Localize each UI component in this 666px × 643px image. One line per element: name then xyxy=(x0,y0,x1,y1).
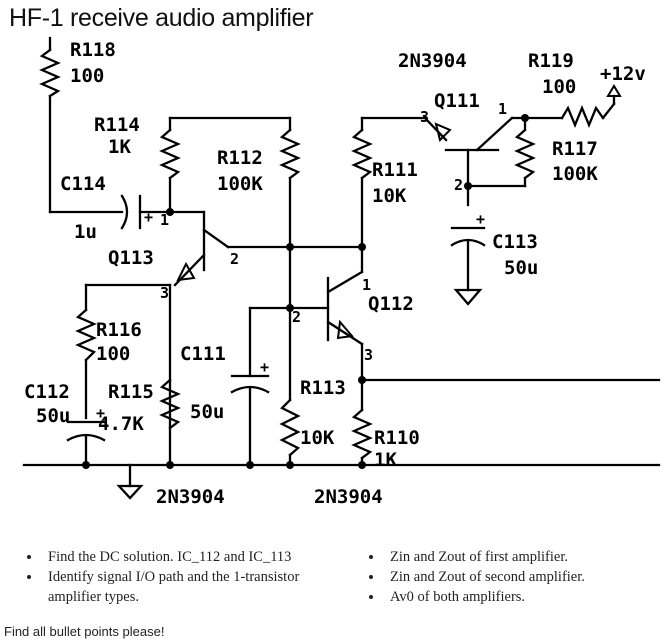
r116-resistor xyxy=(75,283,97,420)
amplifier-schematic: R118 100 C114 1u + 1 R114 1K Q113 2 3 R1… xyxy=(22,36,661,508)
q112-part: 2N3904 xyxy=(314,486,383,508)
c113-capacitor xyxy=(450,226,486,306)
r111-value: 10K xyxy=(372,185,407,207)
c114-ref: C114 xyxy=(60,173,106,195)
q111-pin3: 3 xyxy=(420,108,429,126)
r112-resistor xyxy=(279,116,301,402)
r111-resistor xyxy=(351,116,427,274)
q111-ref: Q111 xyxy=(434,90,480,112)
q113-transistor xyxy=(168,210,364,287)
r117-value: 100K xyxy=(552,163,598,185)
task-item: Identify signal I/O path and the 1-trans… xyxy=(42,567,352,607)
r119-ref: R119 xyxy=(528,50,574,72)
c113-value: 50u xyxy=(504,257,538,279)
r113-value: 10K xyxy=(300,427,335,449)
c112-plus: + xyxy=(96,404,105,422)
q111-part: 2N3904 xyxy=(398,50,467,72)
c111-plus: + xyxy=(260,358,269,376)
q112-pin3: 3 xyxy=(364,346,373,364)
q111-pin2: 2 xyxy=(454,176,463,194)
q113-part: 2N3904 xyxy=(156,486,225,508)
q113-pin1: 1 xyxy=(160,211,169,229)
r110-value: 1K xyxy=(374,449,397,471)
r111-ref: R111 xyxy=(372,159,418,181)
c113-plus: + xyxy=(476,210,485,228)
r113-ref: R113 xyxy=(300,377,346,399)
q112-pin2: 2 xyxy=(292,308,301,326)
q111-pin1: 1 xyxy=(498,100,507,118)
task-item: Find the DC solution. IC_112 and IC_113 xyxy=(42,547,352,567)
footer-note: Find all bullet points please! xyxy=(4,624,165,639)
q113-pin2: 2 xyxy=(230,250,239,268)
r113-resistor xyxy=(279,398,301,467)
task-list-left: Find the DC solution. IC_112 and IC_113 … xyxy=(24,547,352,607)
r115-ref: R115 xyxy=(108,381,154,403)
supply-label: +12v xyxy=(600,63,646,85)
c114-value: 1u xyxy=(74,221,97,243)
r117-ref: R117 xyxy=(552,138,598,160)
q113-pin3: 3 xyxy=(160,284,169,302)
r115-resistor xyxy=(159,378,181,430)
r118-value: 100 xyxy=(70,65,104,87)
task-item: Av0 of both amplifiers. xyxy=(384,587,666,607)
q111-transistor xyxy=(423,116,564,207)
c112-ref: C112 xyxy=(24,381,70,403)
r115-value: 4.7K xyxy=(98,413,144,435)
r114-value: 1K xyxy=(108,136,131,158)
c111-ref: C111 xyxy=(180,343,226,365)
q113-ref: Q113 xyxy=(108,247,154,269)
task-item: Zin and Zout of second amplifier. xyxy=(384,567,666,587)
r118-resistor xyxy=(39,36,61,214)
c111-value: 50u xyxy=(190,401,224,423)
c112-value: 50u xyxy=(36,405,70,427)
r110-resistor xyxy=(351,378,661,467)
r114-resistor xyxy=(159,116,292,214)
r114-ref: R114 xyxy=(94,114,140,136)
r119-resistor xyxy=(560,84,622,129)
c114-plus: + xyxy=(144,208,153,226)
q112-ref: Q112 xyxy=(368,293,414,315)
ground-symbol xyxy=(116,463,144,500)
r112-value: 100K xyxy=(217,173,263,195)
q112-transistor xyxy=(248,270,364,382)
r119-value: 100 xyxy=(542,76,576,98)
r110-ref: R110 xyxy=(374,427,420,449)
c112-capacitor xyxy=(66,420,106,467)
r112-ref: R112 xyxy=(217,147,263,169)
r117-resistor xyxy=(514,116,536,188)
c113-ref: C113 xyxy=(492,231,538,253)
c114-capacitor xyxy=(120,194,172,230)
page-title: HF-1 receive audio amplifier xyxy=(9,4,314,32)
task-item: Zin and Zout of first amplifier. xyxy=(384,547,666,567)
r118-ref: R118 xyxy=(70,39,116,61)
c111-capacitor xyxy=(230,306,270,467)
task-list-right: Zin and Zout of first amplifier. Zin and… xyxy=(366,547,666,607)
r116-ref: R116 xyxy=(96,319,142,341)
q112-pin1: 1 xyxy=(362,276,371,294)
r116-value: 100 xyxy=(96,343,130,365)
